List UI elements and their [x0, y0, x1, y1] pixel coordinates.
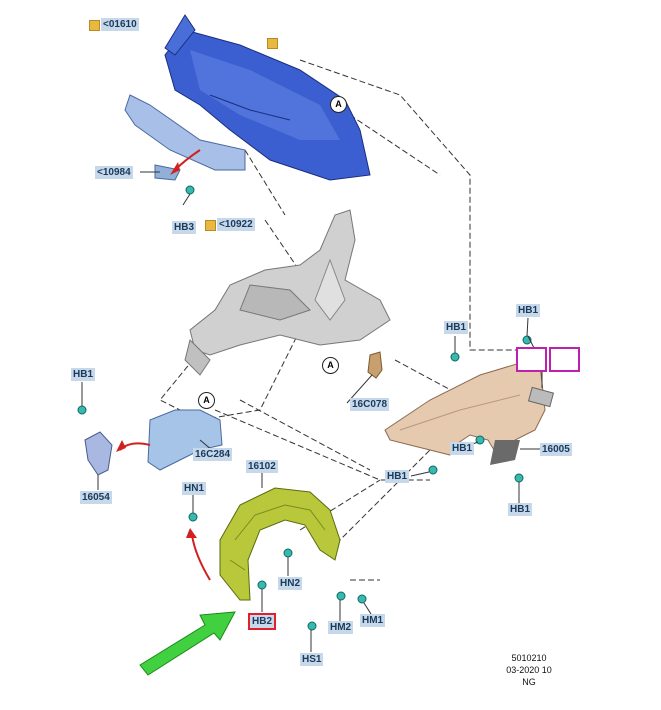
detail-view-icon[interactable] [549, 347, 580, 372]
body-structure [184, 209, 391, 376]
cowl-panel [164, 14, 371, 181]
note-tag-icon [89, 20, 100, 31]
wheel-arch-liner [219, 487, 341, 601]
part-16c078-bracket [367, 351, 383, 379]
callout-a-mid: A [322, 357, 339, 374]
part-16054-bracket [84, 431, 113, 476]
label-hb2[interactable]: HB2 [248, 613, 277, 630]
label-16102[interactable]: 16102 [246, 460, 278, 473]
label-hb1-bottom-right[interactable]: HB1 [508, 503, 533, 516]
label-hs1[interactable]: HS1 [300, 653, 324, 666]
label-01610[interactable]: <01610 [101, 18, 139, 31]
note-tag-icon [205, 220, 216, 231]
label-hb1-mid[interactable]: HB1 [450, 442, 475, 455]
reference-line-1: 5010210 [511, 653, 547, 663]
label-hm2[interactable]: HM2 [328, 621, 354, 634]
cowl-bracket [124, 94, 246, 181]
label-hb1-fender-top[interactable]: HB1 [444, 321, 469, 334]
reference-line-3: NG [522, 677, 536, 687]
fender [384, 359, 555, 465]
label-hb1-lower[interactable]: HB1 [385, 470, 410, 483]
part-16c284-bracket [147, 409, 223, 471]
label-hb3[interactable]: HB3 [172, 221, 197, 234]
reference-line-2: 03-2020 10 [506, 665, 552, 675]
reference-block: 5010210 03-2020 10 NG [498, 652, 560, 688]
label-16c078[interactable]: 16C078 [350, 398, 390, 411]
label-16c284[interactable]: 16C284 [193, 448, 233, 461]
label-hm1[interactable]: HM1 [360, 614, 386, 627]
label-10984[interactable]: <10984 [95, 166, 133, 179]
label-hb1-right-top[interactable]: HB1 [516, 304, 541, 317]
callout-a-left: A [198, 392, 215, 409]
note-tag-icon [267, 38, 278, 49]
label-16005[interactable]: 16005 [540, 443, 572, 456]
green-pointer-arrow [139, 611, 236, 676]
label-10922[interactable]: <10922 [217, 218, 255, 231]
red-arrow-heads [116, 162, 197, 538]
label-hn1[interactable]: HN1 [182, 482, 207, 495]
label-hb1-left[interactable]: HB1 [71, 368, 96, 381]
label-16054[interactable]: 16054 [80, 491, 112, 504]
label-hn2[interactable]: HN2 [278, 577, 303, 590]
detail-view-icon[interactable] [516, 347, 547, 372]
callout-a-top: A [330, 96, 347, 113]
